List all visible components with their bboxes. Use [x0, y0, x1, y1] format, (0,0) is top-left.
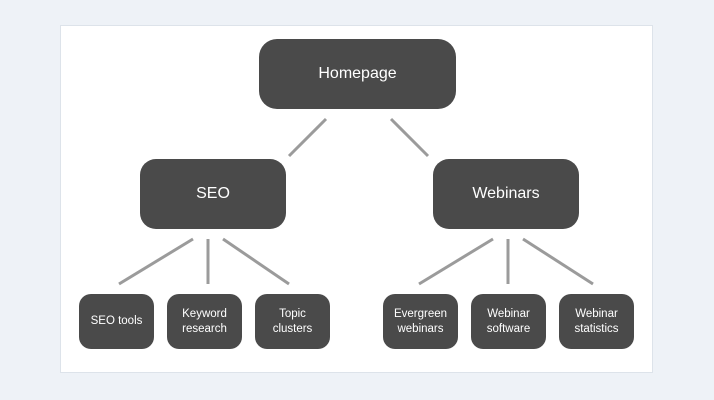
node-homepage: Homepage — [259, 39, 456, 109]
diagram-card: Homepage SEO Webinars SEO tools Keyword … — [60, 25, 653, 373]
node-webinar-software: Webinar software — [471, 294, 546, 349]
connector-webinars-evergreen — [418, 237, 494, 286]
connector-seo-seo-tools — [118, 237, 194, 286]
node-seo-tools: SEO tools — [79, 294, 154, 349]
node-keyword-research: Keyword research — [167, 294, 242, 349]
node-evergreen-webinars: Evergreen webinars — [383, 294, 458, 349]
node-webinar-statistics: Webinar statistics — [559, 294, 634, 349]
connector-lines — [118, 117, 594, 286]
node-seo: SEO — [140, 159, 286, 229]
node-webinars: Webinars — [433, 159, 579, 229]
connector-seo-topic-clusters — [222, 237, 290, 286]
connector-webinars-statistics — [522, 237, 594, 286]
connector-homepage-webinars — [389, 117, 430, 158]
node-topic-clusters: Topic clusters — [255, 294, 330, 349]
connector-homepage-seo — [287, 117, 328, 158]
